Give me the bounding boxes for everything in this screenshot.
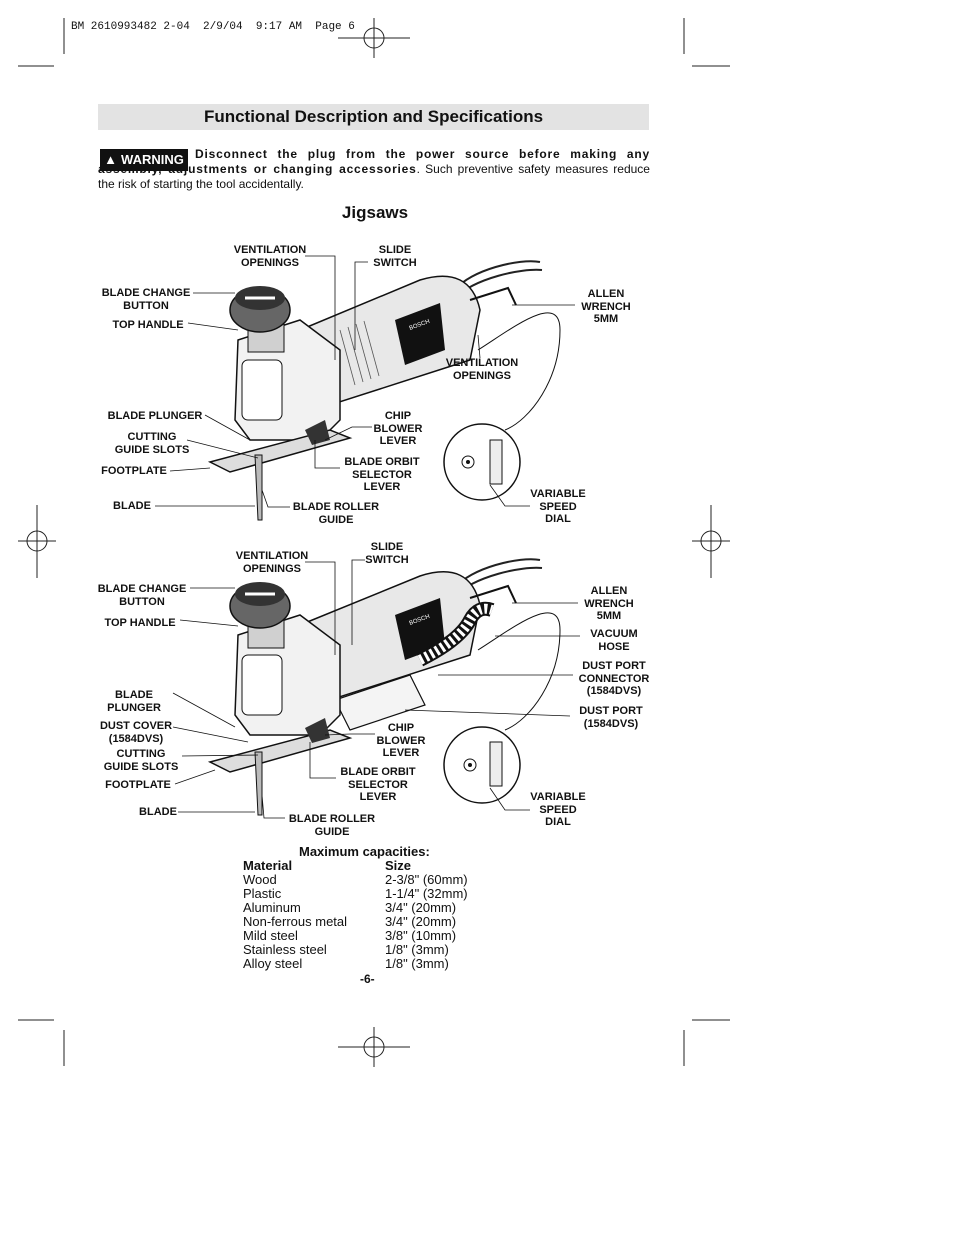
warning-rest-text: . Such preventive safety measures reduce… <box>98 162 650 191</box>
warning-paragraph: Disconnect the plug from the power sourc… <box>98 147 650 192</box>
label-slide-switch-2: SLIDE SWITCH <box>365 541 409 566</box>
label-slide-switch-1: SLIDE SWITCH <box>373 244 417 269</box>
label-dust-port-2: DUST PORT (1584DVS) <box>579 705 643 730</box>
label-footplate-2: FOOTPLATE <box>105 779 171 791</box>
capacity-size: 1/8" (3mm) <box>385 956 449 971</box>
capacity-material: Mild steel <box>243 928 298 943</box>
label-variable-speed-dial-2: VARIABLE SPEED DIAL <box>530 791 586 828</box>
label-blade-change-button-2: BLADE CHANGE BUTTON <box>97 583 187 608</box>
print-slug: BM 2610993482 2-04 2/9/04 9:17 AM Page 6 <box>71 21 355 33</box>
capacity-size: 1-1/4" (32mm) <box>385 886 468 901</box>
capacities-heading: Maximum capacities: <box>299 844 430 859</box>
label-top-handle-2: TOP HANDLE <box>104 617 176 629</box>
capacities-col-material: Material <box>243 858 293 873</box>
label-blade-orbit-selector-2: BLADE ORBIT SELECTOR LEVER <box>340 766 416 803</box>
crop-marks <box>18 18 730 1067</box>
warning-badge-label: WARNING <box>121 152 184 167</box>
label-blade-plunger-2: BLADE PLUNGER <box>107 689 161 714</box>
label-cutting-guide-slots-2: CUTTING GUIDE SLOTS <box>103 748 179 773</box>
label-allen-wrench-1: ALLEN WRENCH 5MM <box>581 288 631 325</box>
label-blade-2: BLADE <box>139 806 177 818</box>
section-title: Jigsaws <box>341 203 409 222</box>
capacity-size: 3/4" (20mm) <box>385 914 457 929</box>
label-ventilation-openings-top-1: VENTILATION OPENINGS <box>233 244 307 269</box>
capacity-material: Aluminum <box>243 900 301 915</box>
label-chip-blower-lever-2: CHIP BLOWER LEVER <box>376 722 426 759</box>
capacity-material: Non-ferrous metal <box>243 914 348 929</box>
label-blade-plunger-1: BLADE PLUNGER <box>107 410 203 422</box>
label-ventilation-openings-side-1: VENTILATION OPENINGS <box>445 357 519 382</box>
label-top-handle-1: TOP HANDLE <box>112 319 184 331</box>
label-allen-wrench-2: ALLEN WRENCH 5MM <box>584 585 634 622</box>
page-title-bar: Functional Description and Specification… <box>98 104 649 130</box>
capacities-col-size: Size <box>385 858 412 873</box>
page-title: Functional Description and Specification… <box>203 107 544 126</box>
label-vacuum-hose-2: VACUUM HOSE <box>590 628 638 653</box>
label-blade-orbit-selector-1: BLADE ORBIT SELECTOR LEVER <box>344 456 420 493</box>
label-blade-roller-guide-1: BLADE ROLLER GUIDE <box>292 501 380 526</box>
label-ventilation-openings-top-2: VENTILATION OPENINGS <box>235 550 309 575</box>
capacity-material: Wood <box>243 872 277 887</box>
label-blade-roller-guide-2: BLADE ROLLER GUIDE <box>288 813 376 838</box>
label-chip-blower-lever-1: CHIP BLOWER LEVER <box>373 410 423 447</box>
capacity-size: 2-3/8" (60mm) <box>385 872 468 887</box>
capacity-material: Stainless steel <box>243 942 327 957</box>
leader-lines-1 <box>155 255 575 508</box>
label-dust-port-connector-2: DUST PORT CONNECTOR (1584DVS) <box>578 660 650 697</box>
capacity-size: 1/8" (3mm) <box>385 942 449 957</box>
leader-lines-2 <box>172 559 580 819</box>
page-number: -6- <box>360 972 375 986</box>
capacity-size: 3/8" (10mm) <box>385 928 457 943</box>
label-cutting-guide-slots-1: CUTTING GUIDE SLOTS <box>114 431 190 456</box>
warning-badge: ▲WARNING <box>100 149 188 171</box>
jigsaw-diagram-2: BOSCH <box>207 558 561 816</box>
label-blade-1: BLADE <box>113 500 151 512</box>
jigsaw-diagram-1: BOSCH <box>207 260 561 521</box>
capacity-size: 3/4" (20mm) <box>385 900 457 915</box>
capacity-material: Plastic <box>243 886 282 901</box>
label-variable-speed-dial-1: VARIABLE SPEED DIAL <box>530 488 586 525</box>
capacity-material: Alloy steel <box>243 956 303 971</box>
label-dust-cover-2: DUST COVER (1584DVS) <box>99 720 173 745</box>
label-footplate-1: FOOTPLATE <box>101 465 167 477</box>
label-blade-change-button-1: BLADE CHANGE BUTTON <box>101 287 191 312</box>
warning-triangle-icon: ▲ <box>104 152 118 167</box>
